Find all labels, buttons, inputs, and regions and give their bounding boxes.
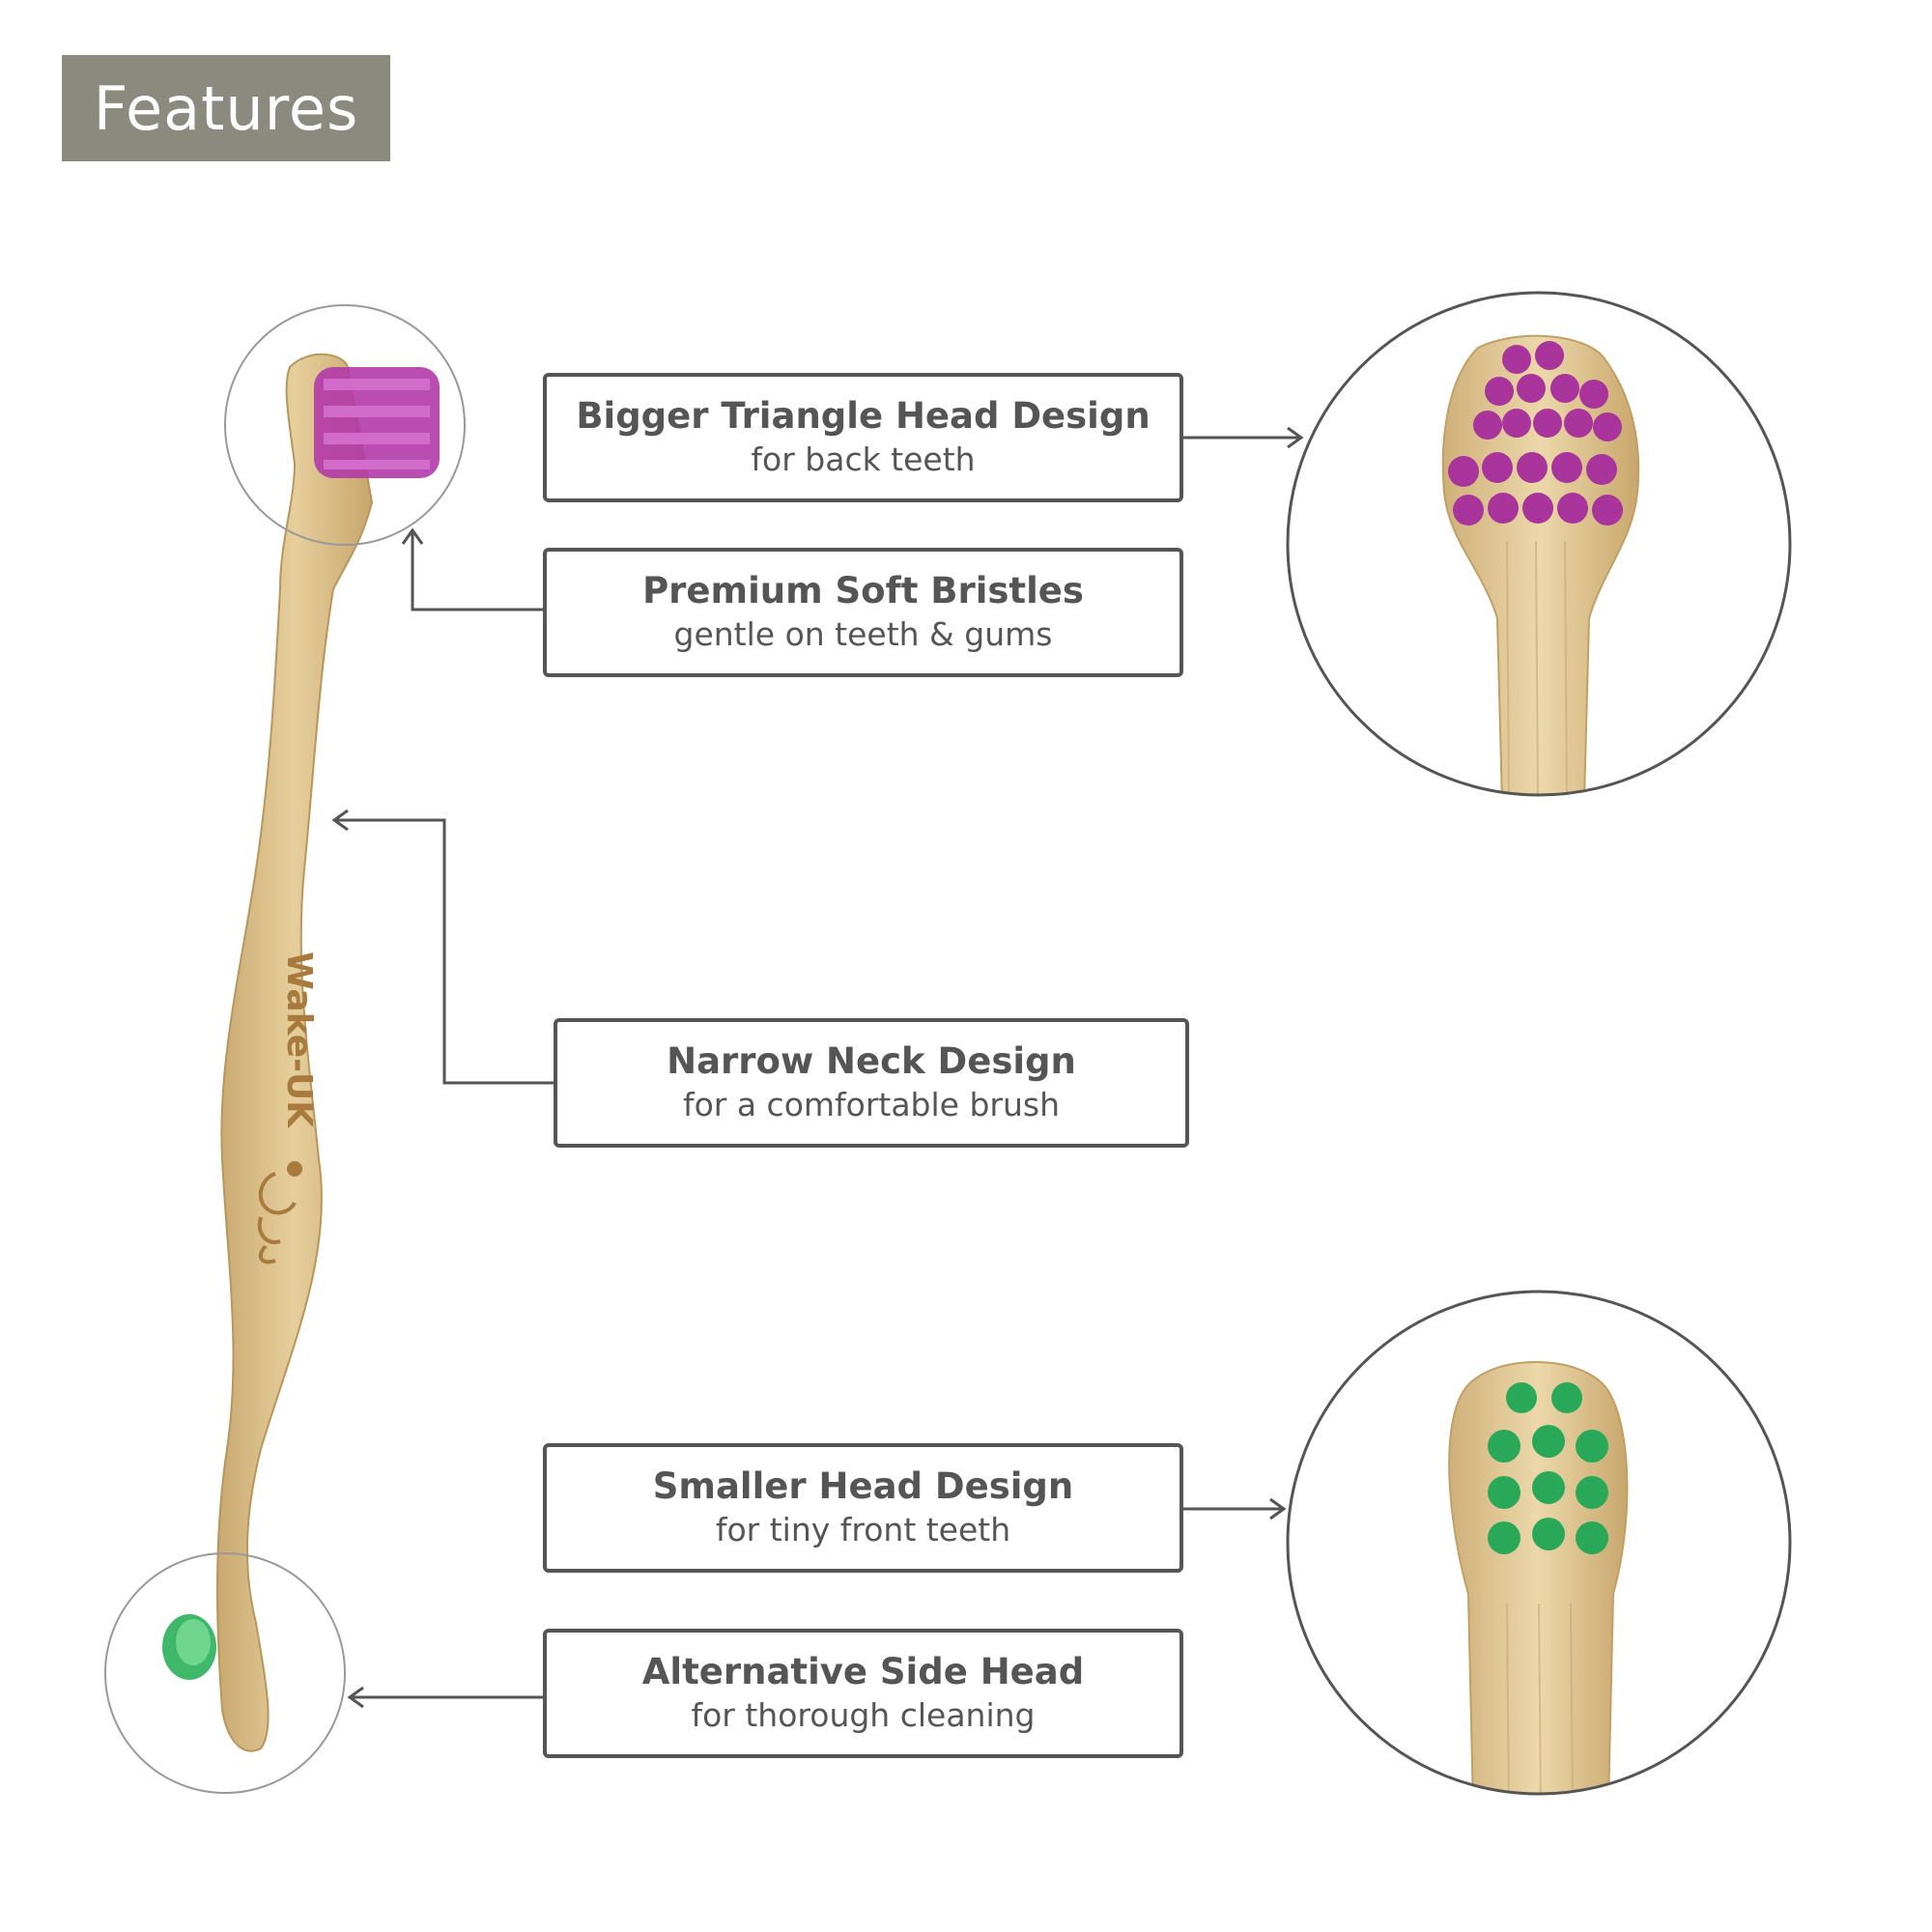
feature-subtitle: for a comfortable brush <box>682 1085 1061 1123</box>
feature-subtitle: for thorough cleaning <box>691 1695 1036 1734</box>
connector-arrows <box>331 426 1304 1709</box>
arrow-triangle-head <box>1183 426 1304 449</box>
arrow-narrow-neck <box>331 809 554 1085</box>
head-closeup-triangle <box>1286 291 1792 797</box>
toothbrush: Wake-UK <box>162 353 440 1752</box>
features-title: Features <box>93 72 359 144</box>
zoom-circle-top-small <box>224 304 466 546</box>
head-closeup-small <box>1286 1290 1792 1796</box>
green-bristles-side <box>162 1614 216 1680</box>
purple-bristle-tufts <box>1448 341 1623 526</box>
zoom-circle-bottom-small <box>104 1552 346 1794</box>
feature-subtitle: for back teeth <box>751 440 976 478</box>
feature-box-narrow-neck: Narrow Neck Design for a comfortable bru… <box>554 1018 1189 1148</box>
feature-title: Premium Soft Bristles <box>642 569 1084 611</box>
feature-box-soft-bristles: Premium Soft Bristles gentle on teeth & … <box>543 548 1183 677</box>
feature-box-small-head: Smaller Head Design for tiny front teeth <box>543 1443 1183 1573</box>
arrow-side-head <box>347 1686 547 1709</box>
arrow-small-head <box>1183 1497 1287 1520</box>
feature-title: Bigger Triangle Head Design <box>576 394 1151 437</box>
purple-bristles-side <box>314 367 440 478</box>
kangaroo-logo-icon <box>257 1161 302 1264</box>
feature-box-side-head: Alternative Side Head for thorough clean… <box>543 1629 1183 1758</box>
feature-title: Narrow Neck Design <box>667 1039 1076 1082</box>
feature-title: Alternative Side Head <box>641 1650 1085 1692</box>
feature-subtitle: gentle on teeth & gums <box>673 614 1053 653</box>
features-badge: Features <box>62 55 390 161</box>
feature-title: Smaller Head Design <box>652 1464 1074 1507</box>
brand-engraving: Wake-UK <box>279 952 319 1128</box>
green-bristle-tufts <box>1488 1382 1608 1554</box>
arrow-soft-bristles <box>401 527 543 611</box>
feature-subtitle: for tiny front teeth <box>715 1510 1011 1548</box>
feature-box-triangle-head: Bigger Triangle Head Design for back tee… <box>543 373 1183 502</box>
